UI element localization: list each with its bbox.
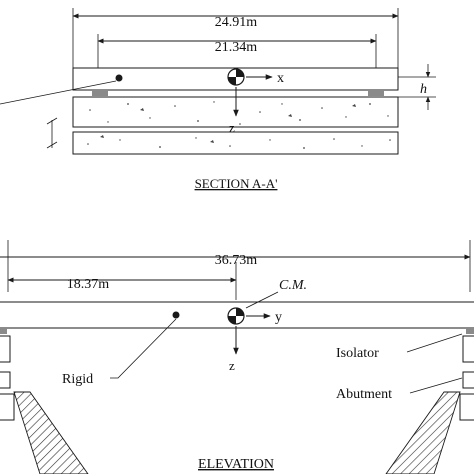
z-axis-label-elevation: z — [229, 358, 235, 373]
dim-label-overall: 24.91m — [215, 15, 258, 30]
cm-label: C.M. — [279, 278, 307, 293]
concrete-layer-lower — [72, 131, 399, 155]
abutment-left-stem — [0, 371, 11, 389]
cm-symbol-elevation — [227, 307, 245, 325]
cm-symbol-section — [227, 68, 245, 86]
bearing-right — [368, 90, 384, 96]
elevation-title: ELEVATION — [198, 457, 274, 472]
leader-rigid — [110, 318, 177, 379]
leader-isolator — [406, 333, 463, 353]
mass-point-rigid — [172, 311, 180, 319]
dim-label-bearing: 21.34m — [215, 40, 258, 55]
abutment-right-cap — [462, 335, 474, 363]
bearing-left — [92, 90, 108, 96]
mass-point-section — [115, 74, 123, 82]
abutment-label: Abutment — [336, 387, 392, 402]
z-axis-label-section: z — [229, 120, 235, 135]
concrete-speckles — [87, 101, 391, 149]
abutment-left-cap — [0, 335, 11, 363]
leader-cm — [245, 291, 279, 309]
height-label: h — [420, 82, 427, 97]
left-dim-slash-top — [46, 117, 58, 125]
left-dim-slash-bottom — [46, 141, 58, 149]
abutment-right-footing — [459, 393, 474, 421]
isolator-left — [0, 328, 7, 334]
abutment-right-stem — [462, 371, 474, 389]
x-axis-label: x — [277, 71, 284, 86]
isolator-right — [466, 328, 474, 334]
isolator-label: Isolator — [336, 346, 379, 361]
rigid-label: Rigid — [62, 372, 93, 387]
abutment-left-footing — [0, 393, 15, 421]
dim-label-half: 18.37m — [67, 277, 110, 292]
section-view — [0, 8, 436, 155]
embankment-left — [13, 391, 89, 474]
elevation-view — [0, 240, 474, 474]
section-title: SECTION A-A' — [195, 176, 278, 191]
dim-label-span: 36.73m — [215, 253, 258, 268]
leader-abutment — [409, 377, 463, 394]
embankment-right — [385, 391, 461, 474]
y-axis-label: y — [275, 310, 282, 325]
leader-line-section — [0, 80, 117, 105]
